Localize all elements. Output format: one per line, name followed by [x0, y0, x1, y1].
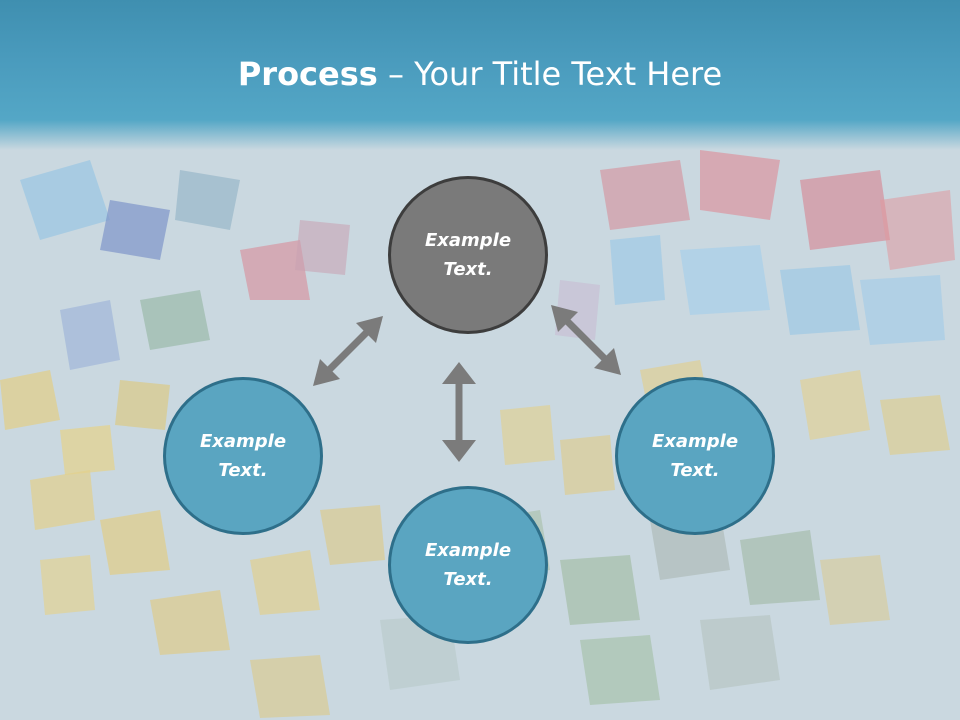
arrow-top-right: [551, 305, 621, 375]
arrow-vertical: [442, 362, 476, 462]
title-rest-text: – Your Title Text Here: [377, 55, 723, 93]
slide-title[interactable]: Process – Your Title Text Here: [0, 52, 960, 96]
title-bold-text: Process: [237, 55, 378, 93]
arrow-top-left: [313, 316, 383, 386]
title-bar: [0, 0, 960, 150]
